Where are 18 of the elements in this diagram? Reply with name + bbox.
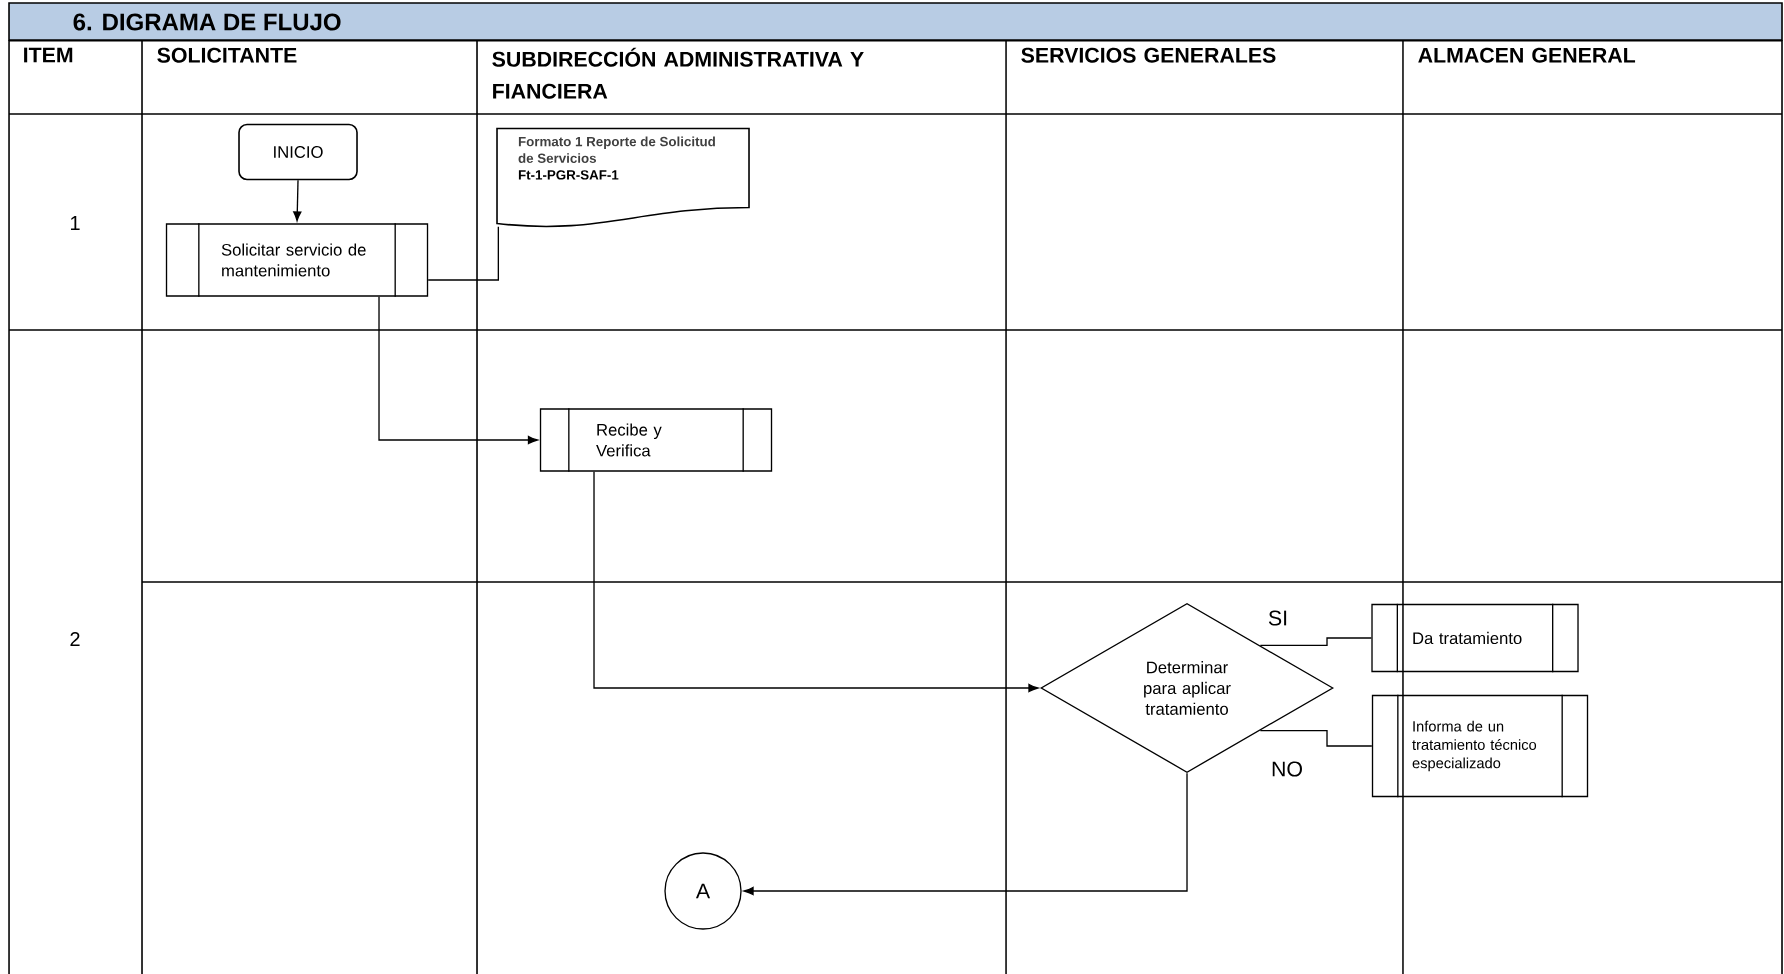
start-box: INICIO <box>238 123 358 181</box>
row-number: 1 <box>71 216 80 230</box>
process-box: Solicitar servicio de mantenimiento <box>165 222 429 298</box>
process-box: Informa de un tratamiento técnico especializado <box>1371 694 1589 798</box>
arrow <box>593 471 1039 693</box>
arrow <box>293 179 302 222</box>
row-number: 2 <box>70 632 80 646</box>
edge-label: SI <box>1265 607 1291 629</box>
column-header: SOLICITANTE <box>157 47 297 63</box>
arrow <box>378 296 538 445</box>
title-bar: 6. DIGRAMA DE FLUJO <box>8 2 1783 41</box>
arrow <box>743 772 1188 896</box>
process-box: Recibe y Verifica <box>539 407 773 473</box>
column-header: SUBDIRECCIÓN ADMINISTRATIVA Y FIANCIERA <box>492 47 864 99</box>
column-header: ITEM <box>24 47 73 63</box>
process-box: Da tratamiento <box>1371 603 1579 673</box>
column-header: SERVICIOS GENERALES <box>1021 47 1276 63</box>
column-header: ALMACEN GENERAL <box>1418 47 1636 63</box>
